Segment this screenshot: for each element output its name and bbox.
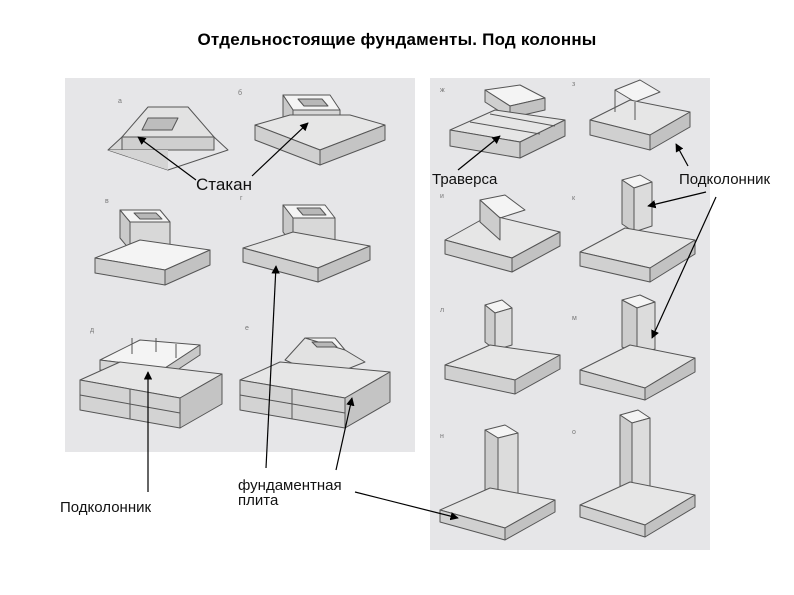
foundation-b-drawing [254,94,386,166]
figure-letter: б [238,89,242,97]
stakan-label: Стакан [196,175,252,194]
foundation-zh-drawing [449,84,566,159]
figure-letter: д [90,327,94,334]
foundation-k-drawing [579,174,696,283]
foundation-e-drawing [239,337,391,429]
plita-arrow-1 [265,265,280,469]
plita-label: фундаментная плита [238,477,342,509]
podkolonnik-label-top: Подколонник [679,171,771,188]
foundation-d-drawing [79,338,223,429]
foundation-m-drawing [579,294,696,401]
figure-letter: ж [440,87,445,94]
figure-letter: м [572,315,577,322]
foundation-o-drawing [579,409,696,538]
figure-letter: г [240,195,243,202]
figure-letter: н [440,433,444,440]
figure-letter: и [440,193,444,200]
figure-letter: е [245,325,249,332]
figure-letter: з [572,81,575,88]
traversa-arrow [457,135,501,171]
foundation-z-drawing [589,79,691,151]
figure-letter: а [118,98,122,105]
podkolonnik-top-arrow-2 [647,191,707,209]
figure-letter: о [572,429,576,436]
figure-letter: к [572,195,576,202]
figure-letter: л [440,307,444,314]
stakan-arrow-2 [251,122,309,177]
podkolonnik-top-arrow-1 [675,143,689,167]
foundation-n-drawing [439,424,556,541]
foundation-g-drawing [242,204,371,283]
podkolonnik-label-bottom: Подколонник [60,499,152,516]
annotation-arrows [137,122,717,521]
page-title: Отдельностоящие фундаменты. Под колонны [197,30,597,49]
stakan-arrow-1 [137,136,197,181]
plita-arrow-3 [354,491,459,521]
foundation-v-drawing [94,209,211,286]
figure-letter: в [105,198,109,205]
podkolonnik-top-arrow-3 [651,196,717,339]
plita-arrow-2 [335,397,355,471]
foundation-l-drawing [444,299,561,395]
foundation-a-drawing [107,106,229,171]
traversa-label: Траверса [432,171,498,188]
foundation-i-drawing [444,194,561,273]
